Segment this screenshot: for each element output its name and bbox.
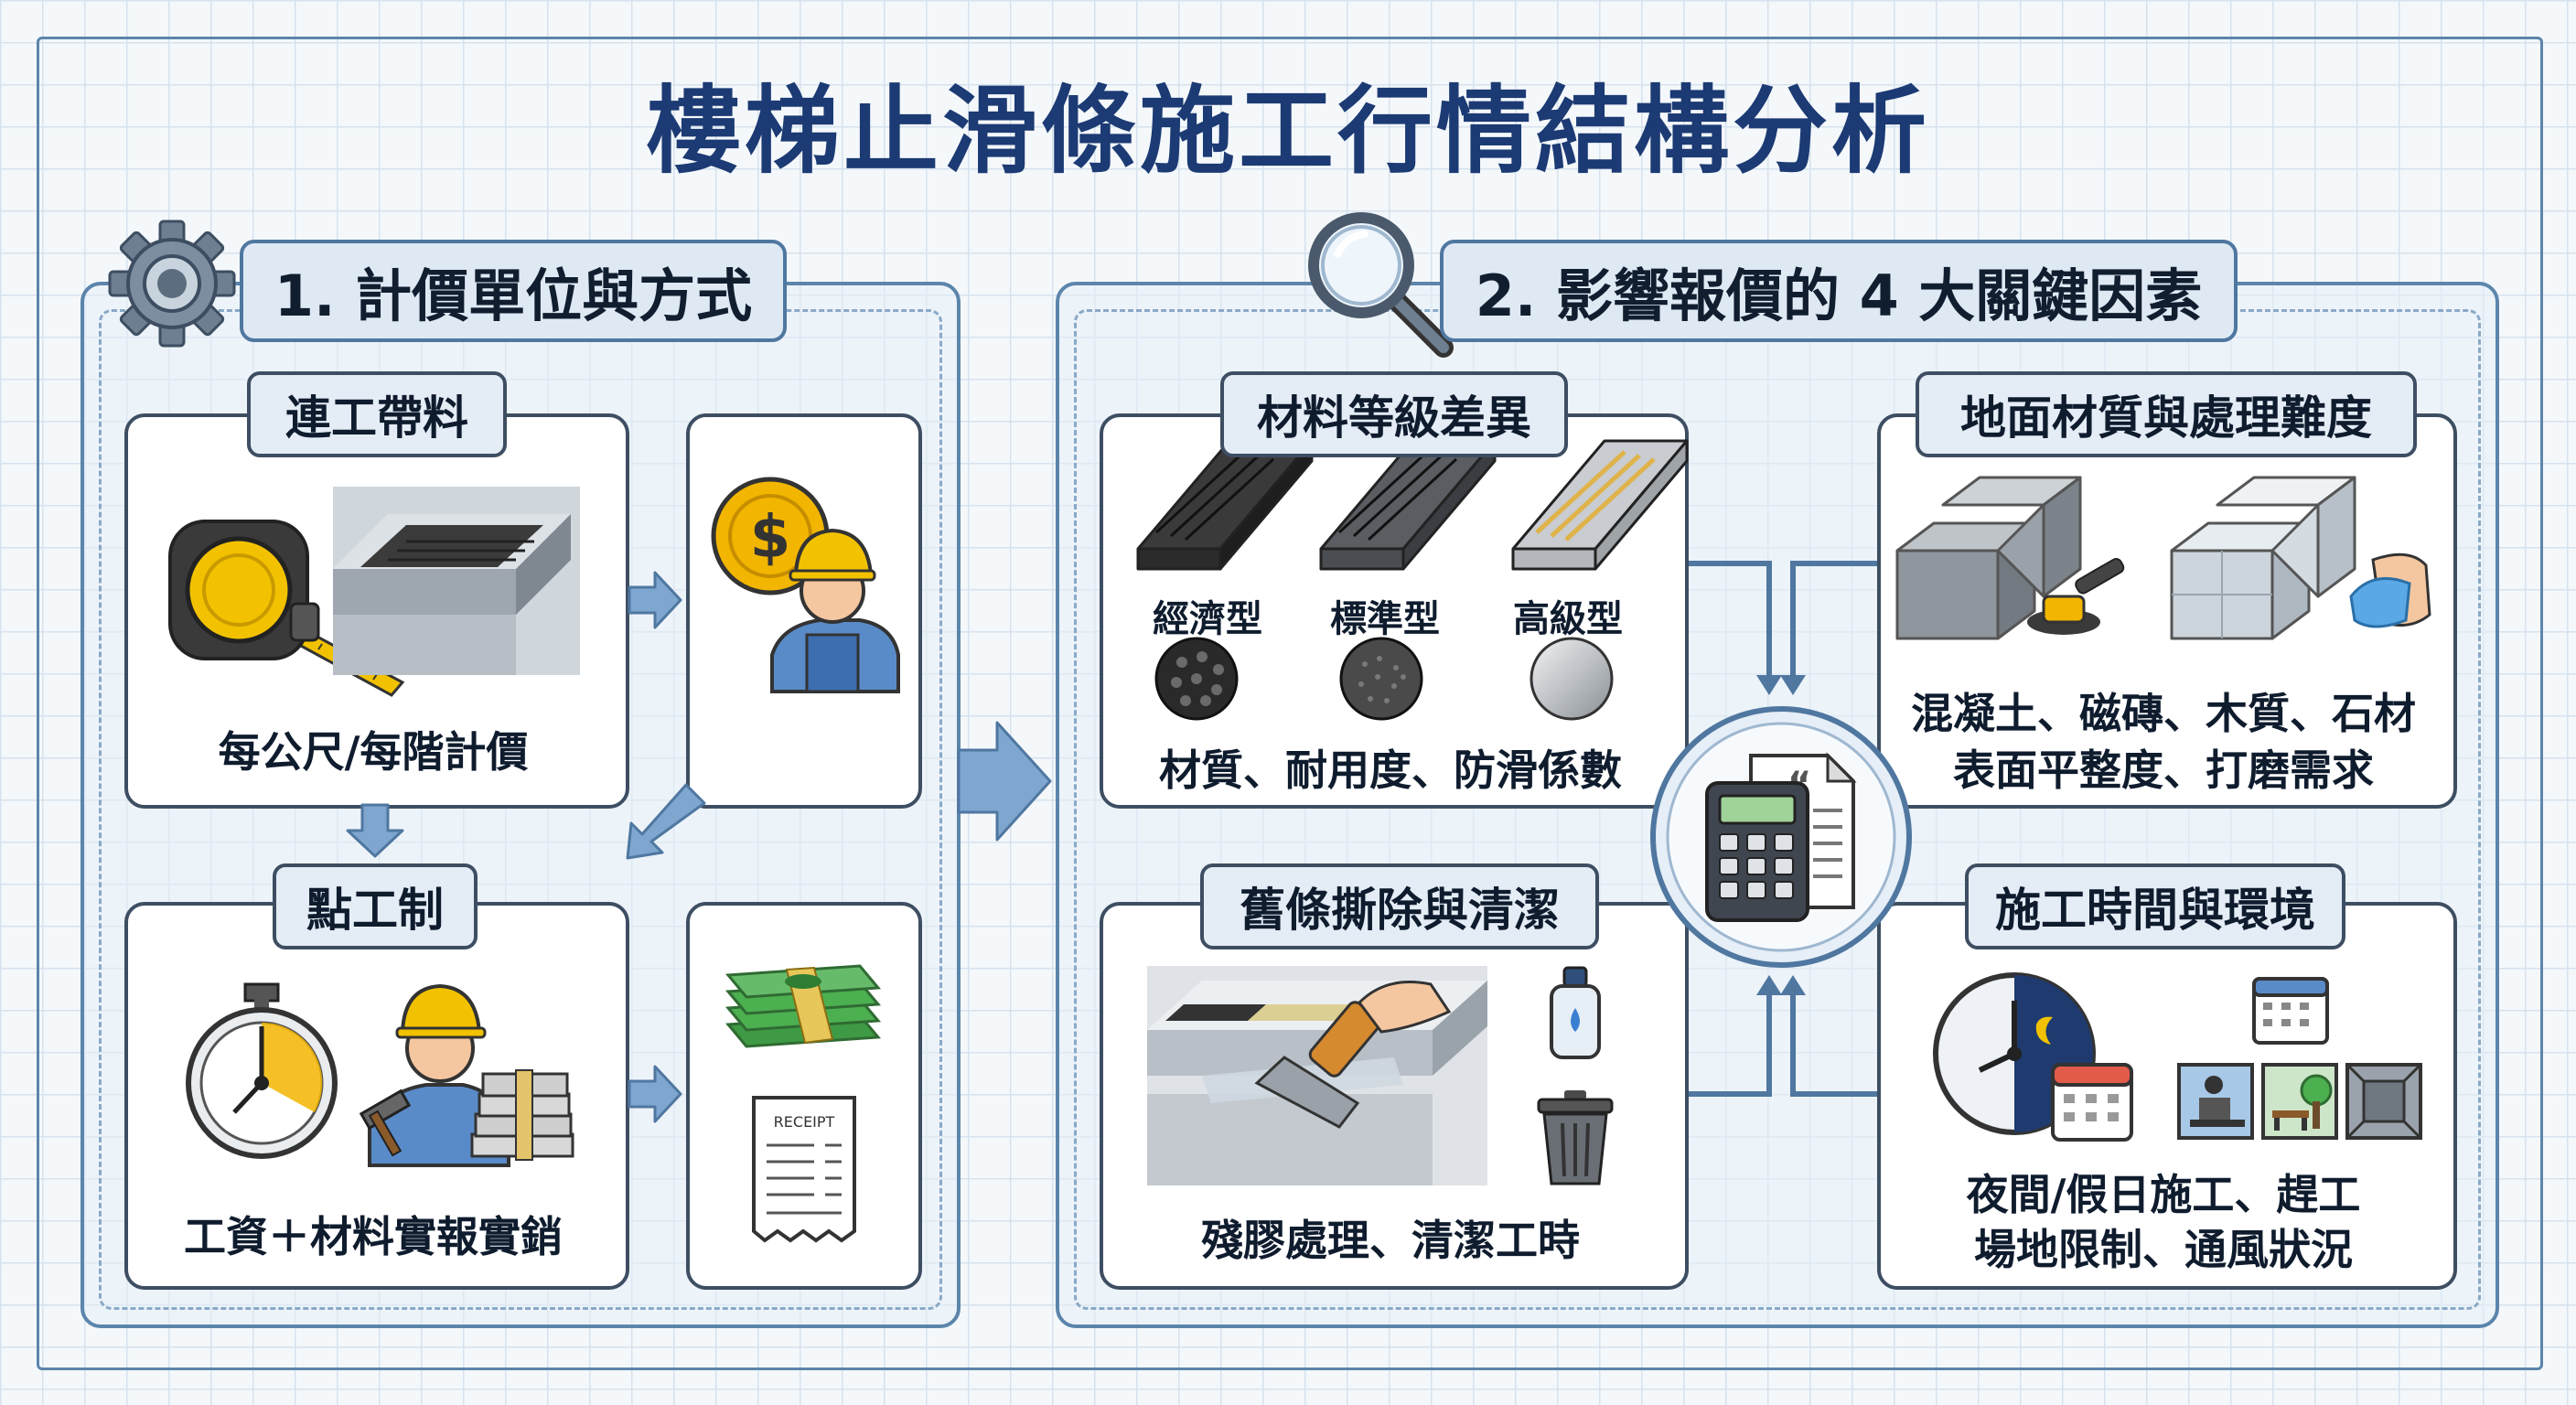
tag-floor-difficulty: 地面材質與處理難度 bbox=[1916, 371, 2417, 457]
tag-daily-labor: 點工制 bbox=[273, 863, 478, 949]
caption-site-ventilation: 場地限制、通風狀況 bbox=[1974, 1225, 2353, 1274]
environment-icons bbox=[2177, 973, 2422, 1142]
floor-surfaces-icon bbox=[1895, 459, 2437, 655]
caption-floor-prep: 表面平整度、打磨需求 bbox=[1953, 745, 2374, 795]
night-clock-icon bbox=[1932, 970, 2133, 1143]
outer-frame bbox=[37, 37, 2543, 1370]
worker-with-hammer-icon bbox=[359, 973, 574, 1167]
section2-heading: 2. 影響報價的 4 大關鍵因素 bbox=[1440, 240, 2238, 342]
svg-text:$: $ bbox=[750, 504, 791, 572]
receipt-icon: RECEIPT bbox=[750, 1094, 858, 1243]
coin-worker-icon: $ bbox=[706, 472, 900, 693]
scraper-removal-icon bbox=[1147, 966, 1487, 1185]
receipt-label: RECEIPT bbox=[774, 1113, 835, 1131]
grade-label-economy: 經濟型 bbox=[1153, 598, 1262, 640]
grade-label-premium: 高級型 bbox=[1513, 598, 1623, 640]
caption-adhesive-cleanup: 殘膠處理、清潔工時 bbox=[1201, 1216, 1580, 1265]
section1-heading: 1. 計價單位與方式 bbox=[240, 240, 787, 342]
calculator-quote-hub: “ bbox=[1648, 704, 1914, 970]
caption-night-rush: 夜間/假日施工、趕工 bbox=[1966, 1170, 2361, 1219]
caption-material-durability: 材質、耐用度、防滑係數 bbox=[1159, 745, 1622, 795]
stair-nosing-icon bbox=[333, 487, 580, 675]
gear-icon bbox=[108, 220, 236, 348]
tag-labor-and-materials: 連工帶料 bbox=[247, 371, 507, 457]
caption-per-meter: 每公尺/每階計價 bbox=[218, 727, 529, 777]
magnifier-icon bbox=[1306, 210, 1454, 358]
caption-floor-types: 混凝土、磁磚、木質、石材 bbox=[1911, 689, 2416, 738]
tag-time-environment: 施工時間與環境 bbox=[1965, 863, 2345, 949]
page-title: 樓梯止滑條施工行情結構分析 bbox=[645, 75, 1930, 187]
grade-label-standard: 標準型 bbox=[1330, 598, 1440, 640]
tag-removal-cleaning: 舊條撕除與清潔 bbox=[1200, 863, 1599, 949]
stopwatch-icon bbox=[179, 982, 344, 1159]
material-swatches bbox=[1154, 637, 1623, 721]
trash-can-icon bbox=[1537, 1090, 1614, 1185]
spray-bottle-icon bbox=[1548, 966, 1603, 1059]
tag-material-grade: 材料等級差異 bbox=[1220, 371, 1568, 457]
caption-wages-materials: 工資＋材料實報實銷 bbox=[184, 1212, 563, 1261]
cash-stack-icon bbox=[723, 951, 884, 1052]
card-payment-worker bbox=[686, 413, 922, 809]
nosing-profiles-icon bbox=[1136, 413, 1689, 593]
